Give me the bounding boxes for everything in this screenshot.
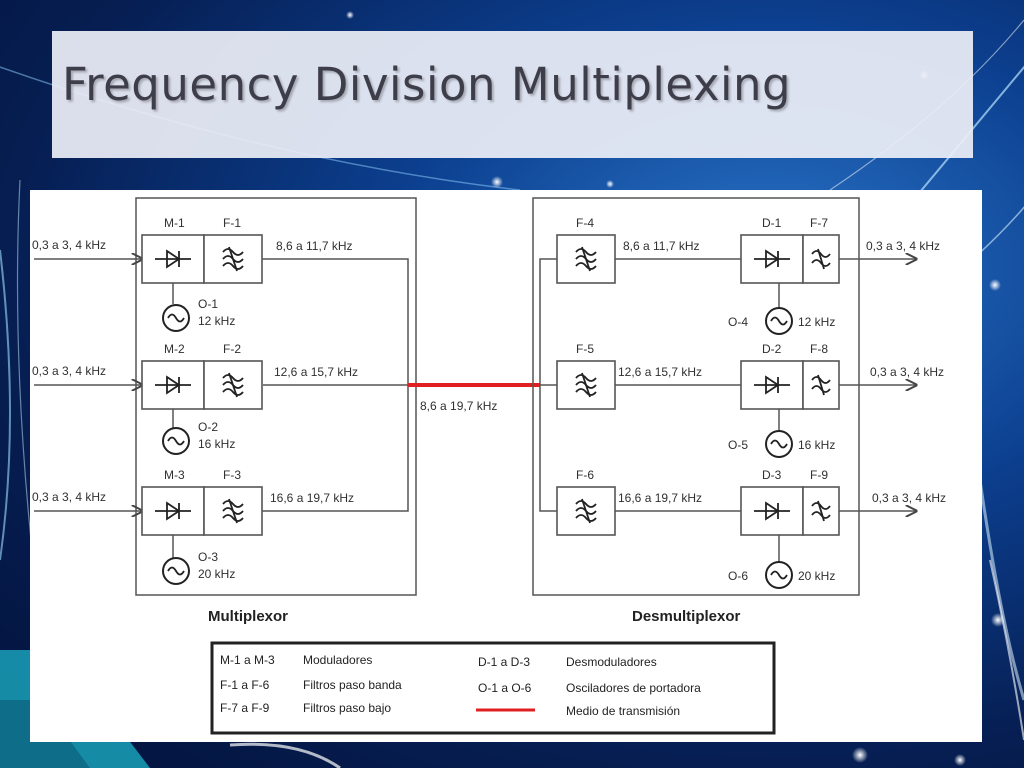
legend-key: F-1 a F-6 [220,678,270,692]
band-label: 16,6 a 19,7 kHz [270,491,354,505]
band-label: 16,6 a 19,7 kHz [618,491,702,505]
legend-value: Filtros paso bajo [303,701,391,715]
legend-key: D-1 a D-3 [478,655,530,669]
oscillator-label: O-5 [728,438,748,452]
demux-channel-2: F-5 12,6 a 15,7 kHz D-2 F-8 0,3 a 3, 4 k… [556,342,944,458]
oscillator-freq: 12 kHz [198,314,235,328]
oscillator-freq: 16 kHz [798,438,835,452]
band-label: 12,6 a 15,7 kHz [274,365,358,379]
modulator-label: M-3 [164,468,185,482]
oscillator-icon [765,561,793,589]
filter-label: F-1 [223,216,241,230]
mux-channel-1: 0,3 a 3, 4 kHz M-1 F-1 8,6 a 11,7 kHz O-… [32,216,353,332]
mux-input-label: 0,3 a 3, 4 kHz [32,364,106,378]
oscillator-freq: 20 kHz [798,569,835,583]
oscillator-label: O-1 [198,297,218,311]
legend-key: O-1 a O-6 [478,681,532,695]
band-label: 8,6 a 11,7 kHz [623,239,700,253]
oscillator-icon [162,304,190,332]
mux-channel-3: 0,3 a 3, 4 kHz M-3 F-3 16,6 a 19,7 kHz O… [32,468,354,585]
mux-channel-2: 0,3 a 3, 4 kHz M-2 F-2 12,6 a 15,7 kHz O… [32,342,358,455]
filter-label: F-2 [223,342,241,356]
oscillator-label: O-3 [198,550,218,564]
legend-line-label: Medio de transmisión [566,704,680,718]
desmultiplexor-frame [532,197,860,596]
filter-label: F-4 [576,216,594,230]
legend-key: F-7 a F-9 [220,701,270,715]
fdm-diagram: 0,3 a 3, 4 kHz M-1 F-1 8,6 a 11,7 kHz O-… [32,197,946,735]
lowpass-label: F-7 [810,216,828,230]
title-banner [52,31,973,158]
oscillator-freq: 16 kHz [198,437,235,451]
demux-channel-1: F-4 8,6 a 11,7 kHz D-1 F-7 0,3 a 3, 4 kH… [556,216,940,335]
oscillator-icon [162,557,190,585]
oscillator-label: O-2 [198,420,218,434]
slide-title: Frequency Division Multiplexing [62,58,792,111]
band-label: 12,6 a 15,7 kHz [618,365,702,379]
filter-label: F-5 [576,342,594,356]
oscillator-freq: 12 kHz [798,315,835,329]
multiplexor-frame [135,197,417,596]
fdm-diagram-panel: 0,3 a 3, 4 kHz M-1 F-1 8,6 a 11,7 kHz O-… [30,190,982,742]
modulator-label: M-1 [164,216,185,230]
oscillator-label: O-6 [728,569,748,583]
legend-value: Osciladores de portadora [566,681,701,695]
demux-output-label: 0,3 a 3, 4 kHz [866,239,940,253]
channel-band-label: 8,6 a 19,7 kHz [420,399,497,413]
legend-value: Moduladores [303,653,372,667]
lowpass-label: F-8 [810,342,828,356]
demodulator-label: D-2 [762,342,782,356]
legend-value: Filtros paso banda [303,678,402,692]
legend-key: M-1 a M-3 [220,653,275,667]
desmultiplexor-caption: Desmultiplexor [632,608,741,625]
multiplexor-caption: Multiplexor [208,608,288,625]
mux-input-label: 0,3 a 3, 4 kHz [32,490,106,504]
lowpass-label: F-9 [810,468,828,482]
oscillator-label: O-4 [728,315,748,329]
demodulator-d1 [740,234,804,284]
oscillator-freq: 20 kHz [198,567,235,581]
demux-channel-3: F-6 16,6 a 19,7 kHz D-3 F-9 0,3 a 3, 4 k… [556,468,946,589]
demodulator-label: D-1 [762,216,782,230]
band-label: 8,6 a 11,7 kHz [276,239,353,253]
legend-value: Desmoduladores [566,655,657,669]
demodulator-label: D-3 [762,468,782,482]
demux-output-label: 0,3 a 3, 4 kHz [870,365,944,379]
oscillator-icon [765,430,793,458]
filter-label: F-3 [223,468,241,482]
oscillator-icon [162,427,190,455]
oscillator-icon [765,307,793,335]
filter-label: F-6 [576,468,594,482]
legend: M-1 a M-3 Moduladores F-1 a F-6 Filtros … [210,641,776,735]
modulator-label: M-2 [164,342,185,356]
mux-input-label: 0,3 a 3, 4 kHz [32,238,106,252]
demux-output-label: 0,3 a 3, 4 kHz [872,491,946,505]
